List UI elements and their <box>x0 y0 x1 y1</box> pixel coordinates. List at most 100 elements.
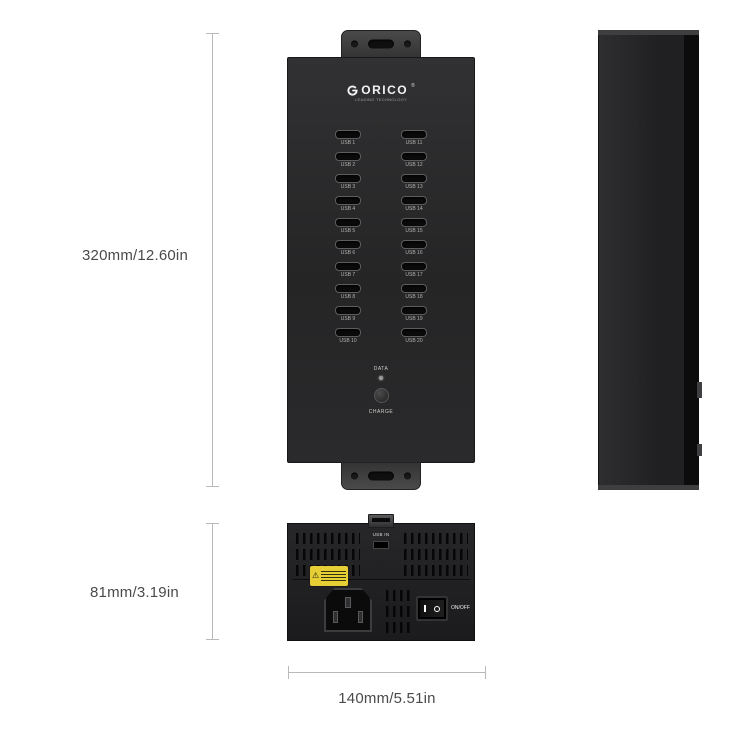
mounting-slot <box>368 39 394 49</box>
side-connector-protrusion <box>697 444 702 456</box>
warning-icon: ⚠ <box>312 571 320 580</box>
dimension-line <box>212 523 213 640</box>
top-mounting-bracket <box>341 30 421 58</box>
screw-hole <box>351 40 358 48</box>
usb-port <box>401 196 427 205</box>
usb-in-connector <box>368 514 394 528</box>
dimension-line <box>288 672 486 673</box>
width-dimension-line <box>288 666 486 679</box>
side-panel <box>598 30 686 490</box>
usb-port-label: USB 8 <box>340 294 356 300</box>
usb-port-label: USB 14 <box>405 206 423 212</box>
usb-ports-right-column: USB 11 USB 12 USB 13 USB 14 USB <box>393 130 435 350</box>
ac-pin-slot <box>345 597 351 608</box>
usb-in-port <box>373 541 389 549</box>
usb-port-row: USB 6 <box>327 240 369 262</box>
vent-slots <box>296 549 360 560</box>
usb-port-row: USB 5 <box>327 218 369 240</box>
power-switch <box>416 596 448 621</box>
vent-slots <box>296 533 360 544</box>
front-view: ORICO ® LEADING TECHNOLOGY USB 1 USB 2 <box>287 30 475 490</box>
usb-port <box>335 152 361 161</box>
bottom-view: USB IN ⚠ ON/OFF <box>287 514 475 641</box>
front-height-dimension-line <box>206 33 219 487</box>
usb-port-row: USB 13 <box>393 174 435 196</box>
bottom-mounting-bracket <box>341 462 421 490</box>
usb-port <box>401 130 427 139</box>
usb-port-row: USB 11 <box>393 130 435 152</box>
usb-port-row: USB 20 <box>393 328 435 350</box>
usb-port <box>335 328 361 337</box>
usb-port-row: USB 9 <box>327 306 369 328</box>
usb-port <box>335 284 361 293</box>
usb-in-connector-slot <box>372 518 390 522</box>
usb-port <box>401 174 427 183</box>
usb-port-row: USB 18 <box>393 284 435 306</box>
ac-pin-slot <box>358 611 363 623</box>
usb-port-row: USB 1 <box>327 130 369 152</box>
vent-slots <box>386 622 412 633</box>
brand-row: ORICO ® <box>347 84 415 96</box>
side-top-edge <box>598 30 699 35</box>
charge-button <box>373 388 389 403</box>
side-view <box>598 30 702 490</box>
usb-port-label: USB 17 <box>405 272 423 278</box>
usb-port-label: USB 10 <box>339 338 357 344</box>
switch-off-mark <box>433 605 440 612</box>
usb-port <box>335 218 361 227</box>
dimension-cap <box>206 639 219 640</box>
usb-port-row: USB 7 <box>327 262 369 284</box>
ac-pin-slot <box>333 611 338 623</box>
usb-ports-left-column: USB 1 USB 2 USB 3 USB 4 USB 5 <box>327 130 369 350</box>
usb-port <box>335 196 361 205</box>
usb-port-label: USB 16 <box>405 250 423 256</box>
mounting-slot <box>368 471 394 481</box>
device-front-panel: ORICO ® LEADING TECHNOLOGY USB 1 USB 2 <box>287 57 475 463</box>
screw-hole <box>404 472 411 480</box>
bottom-height-label: 81mm/3.19in <box>90 584 179 601</box>
usb-port-row: USB 3 <box>327 174 369 196</box>
dimension-cap <box>206 486 219 487</box>
side-panel-edge <box>684 32 699 488</box>
usb-port <box>401 284 427 293</box>
usb-port <box>335 240 361 249</box>
usb-port-label: USB 1 <box>340 140 356 146</box>
usb-port-label: USB 15 <box>405 228 423 234</box>
power-switch-rocker <box>420 600 444 617</box>
width-label: 140mm/5.51in <box>338 690 436 707</box>
usb-port-label: USB 2 <box>340 162 356 168</box>
indicator-section: DATA CHARGE <box>288 366 474 415</box>
front-height-label: 320mm/12.60in <box>82 247 188 264</box>
usb-port-label: USB 5 <box>340 228 356 234</box>
usb-port <box>401 240 427 249</box>
usb-port-label: USB 18 <box>405 294 423 300</box>
brand-tagline: LEADING TECHNOLOGY <box>354 97 407 102</box>
usb-port-label: USB 13 <box>405 184 423 190</box>
usb-port-label: USB 3 <box>340 184 356 190</box>
usb-in-label: USB IN <box>372 532 390 537</box>
dimension-line <box>212 33 213 487</box>
usb-port <box>335 262 361 271</box>
usb-port-label: USB 9 <box>340 316 356 322</box>
vent-slots <box>386 606 412 617</box>
usb-port-label: USB 4 <box>340 206 356 212</box>
bottom-height-dimension-line <box>206 523 219 640</box>
usb-port <box>401 328 427 337</box>
dimension-cap <box>485 666 486 679</box>
usb-port <box>335 174 361 183</box>
vent-slots <box>404 565 468 576</box>
usb-port-row: USB 16 <box>393 240 435 262</box>
registered-trademark: ® <box>411 83 415 89</box>
usb-port <box>401 306 427 315</box>
brand-text: ORICO <box>361 83 409 97</box>
usb-port <box>335 130 361 139</box>
usb-port-row: USB 8 <box>327 284 369 306</box>
usb-port <box>401 262 427 271</box>
usb-port-label: USB 11 <box>405 140 423 146</box>
vent-slots <box>404 549 468 560</box>
warning-label: ⚠ <box>310 566 348 586</box>
screw-hole <box>404 40 411 48</box>
usb-port-row: USB 10 <box>327 328 369 350</box>
usb-port-label: USB 7 <box>340 272 356 278</box>
usb-ports-grid: USB 1 USB 2 USB 3 USB 4 USB 5 <box>288 130 474 350</box>
